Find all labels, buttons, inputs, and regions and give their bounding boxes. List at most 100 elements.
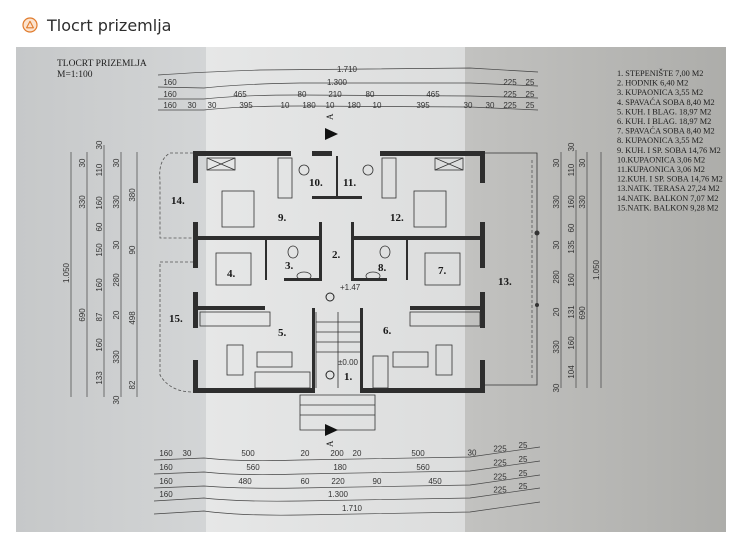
dimension-label: 30 bbox=[464, 101, 473, 110]
dimension-label: 135 bbox=[567, 240, 576, 254]
room-label: 9. bbox=[278, 212, 287, 224]
dimension-label: 10 bbox=[373, 101, 382, 110]
dimension-label: 330 bbox=[112, 350, 121, 364]
legend-item: 7. SPAVAĆA SOBA 8,40 M2 bbox=[617, 126, 715, 136]
svg-text:A: A bbox=[325, 440, 335, 447]
terrace-13-outline bbox=[485, 152, 538, 386]
section-header: Tlocrt prizemlja bbox=[22, 14, 171, 36]
dimension-label: 180 bbox=[333, 463, 347, 472]
dimension-label: 30 bbox=[188, 101, 197, 110]
room-label: 8. bbox=[378, 262, 387, 274]
dimension-label: 20 bbox=[552, 307, 561, 316]
dimension-label: 110 bbox=[95, 163, 104, 176]
dimension-label: 465 bbox=[426, 90, 440, 99]
dimension-label: 280 bbox=[552, 270, 561, 284]
dimension-label: 10 bbox=[281, 101, 290, 110]
room-label: 15. bbox=[169, 313, 183, 325]
dimension-label: 220 bbox=[331, 477, 345, 486]
plan-title: TLOCRT PRIZEMLJA bbox=[57, 59, 147, 69]
level-upper: +1.47 bbox=[340, 283, 361, 292]
legend-item: 5. KUH. I BLAG. 18,97 M2 bbox=[617, 107, 711, 116]
dimension-label: 30 bbox=[468, 449, 477, 458]
dimension-label: 30 bbox=[578, 158, 587, 167]
dimension-label: 480 bbox=[238, 477, 252, 486]
dimension-label: 160 bbox=[567, 195, 576, 209]
dimension-label: 131 bbox=[567, 305, 576, 319]
dimension-label: 1.710 bbox=[337, 65, 358, 74]
dimension-label: 87 bbox=[95, 312, 104, 321]
dimension-label: 225 bbox=[493, 473, 507, 482]
furniture bbox=[199, 157, 481, 431]
dimension-label: 225 bbox=[493, 486, 507, 495]
dimension-label: 395 bbox=[239, 101, 253, 110]
svg-text:A: A bbox=[325, 113, 335, 120]
dimension-label: 60 bbox=[301, 477, 310, 486]
section-mark-top: A bbox=[325, 113, 338, 140]
legend-item: 14.NATK. BALKON 7,07 M2 bbox=[617, 194, 718, 203]
plan-scale: M=1:100 bbox=[57, 70, 93, 80]
dimension-label: 160 bbox=[95, 278, 104, 292]
room-label: 14. bbox=[171, 195, 185, 207]
dimension-label: 500 bbox=[411, 449, 425, 458]
legend-item: 3. KUPAONICA 3,55 M2 bbox=[617, 88, 703, 97]
alert-triangle-circle-icon bbox=[22, 17, 38, 33]
dimension-label: 30 bbox=[112, 158, 121, 167]
dimension-label: 25 bbox=[519, 482, 528, 491]
dimension-label: 500 bbox=[241, 449, 255, 458]
dimension-label: 30 bbox=[552, 383, 561, 392]
walls bbox=[193, 151, 485, 393]
dimension-label: 90 bbox=[373, 477, 382, 486]
section-mark-bottom: A bbox=[325, 424, 338, 447]
dimension-label: 330 bbox=[552, 195, 561, 209]
dimension-label: 30 bbox=[552, 158, 561, 167]
dimension-label: 25 bbox=[526, 90, 535, 99]
dimension-label: 25 bbox=[519, 455, 528, 464]
section-title: Tlocrt prizemlja bbox=[47, 15, 172, 35]
dimension-label: 330 bbox=[78, 195, 87, 209]
legend-item: 8. KUPAONICA 3,55 M2 bbox=[617, 136, 703, 145]
dimension-label: 20 bbox=[301, 449, 310, 458]
legend-item: 15.NATK. BALKON 9,28 M2 bbox=[617, 203, 718, 212]
room-label: 2. bbox=[332, 249, 341, 261]
legend-item: 6. KUH. I BLAG. 18,97 M2 bbox=[617, 117, 711, 126]
dimension-label: 210 bbox=[328, 90, 342, 99]
room-labels: 1. 2. 3. 4. 5. 6. 7. 8. 9. 10. 11. 12. 1… bbox=[169, 177, 512, 383]
dimension-label: 1.300 bbox=[327, 78, 348, 87]
dimension-label: 180 bbox=[347, 101, 361, 110]
room-label: 4. bbox=[227, 268, 236, 280]
dimension-label: 30 bbox=[208, 101, 217, 110]
dimension-label: 160 bbox=[567, 273, 576, 287]
dimension-label: 30 bbox=[183, 449, 192, 458]
dimension-label: 20 bbox=[353, 449, 362, 458]
dimension-label: 690 bbox=[578, 306, 587, 320]
dimension-label: 80 bbox=[298, 90, 307, 99]
dimension-label: 30 bbox=[95, 140, 104, 149]
room-label: 6. bbox=[383, 325, 392, 337]
room-label: 12. bbox=[390, 212, 404, 224]
dimension-label: 160 bbox=[159, 463, 173, 472]
room-label: 11. bbox=[343, 177, 356, 189]
dimension-label: 160 bbox=[95, 196, 104, 210]
legend-item: 2. HODNIK 6,40 M2 bbox=[617, 79, 688, 88]
dimension-label: 330 bbox=[552, 340, 561, 354]
dimension-label: 1.050 bbox=[62, 262, 71, 283]
dimension-label: 82 bbox=[128, 380, 137, 389]
dimension-label: 225 bbox=[493, 459, 507, 468]
room-label: 7. bbox=[438, 265, 447, 277]
dimension-label: 104 bbox=[567, 365, 576, 379]
room-label: 5. bbox=[278, 327, 287, 339]
dimension-label: 25 bbox=[519, 441, 528, 450]
level-ground: ±0.00 bbox=[338, 358, 359, 367]
legend-item: 9. KUH. I SP. SOBA 14,76 M2 bbox=[617, 146, 721, 155]
legend-item: 10.KUPAONICA 3,06 M2 bbox=[617, 155, 705, 164]
dimension-label: 160 bbox=[159, 477, 173, 486]
dimension-label: 20 bbox=[112, 310, 121, 319]
dimension-label: 160 bbox=[163, 101, 177, 110]
legend-item: 13.NATK. TERASA 27,24 M2 bbox=[617, 184, 720, 193]
dimension-label: 30 bbox=[78, 158, 87, 167]
dimension-label: 90 bbox=[128, 245, 137, 254]
legend-item: 4. SPAVAĆA SOBA 8,40 M2 bbox=[617, 97, 715, 107]
dimension-label: 225 bbox=[503, 90, 517, 99]
dimension-label: 25 bbox=[526, 101, 535, 110]
